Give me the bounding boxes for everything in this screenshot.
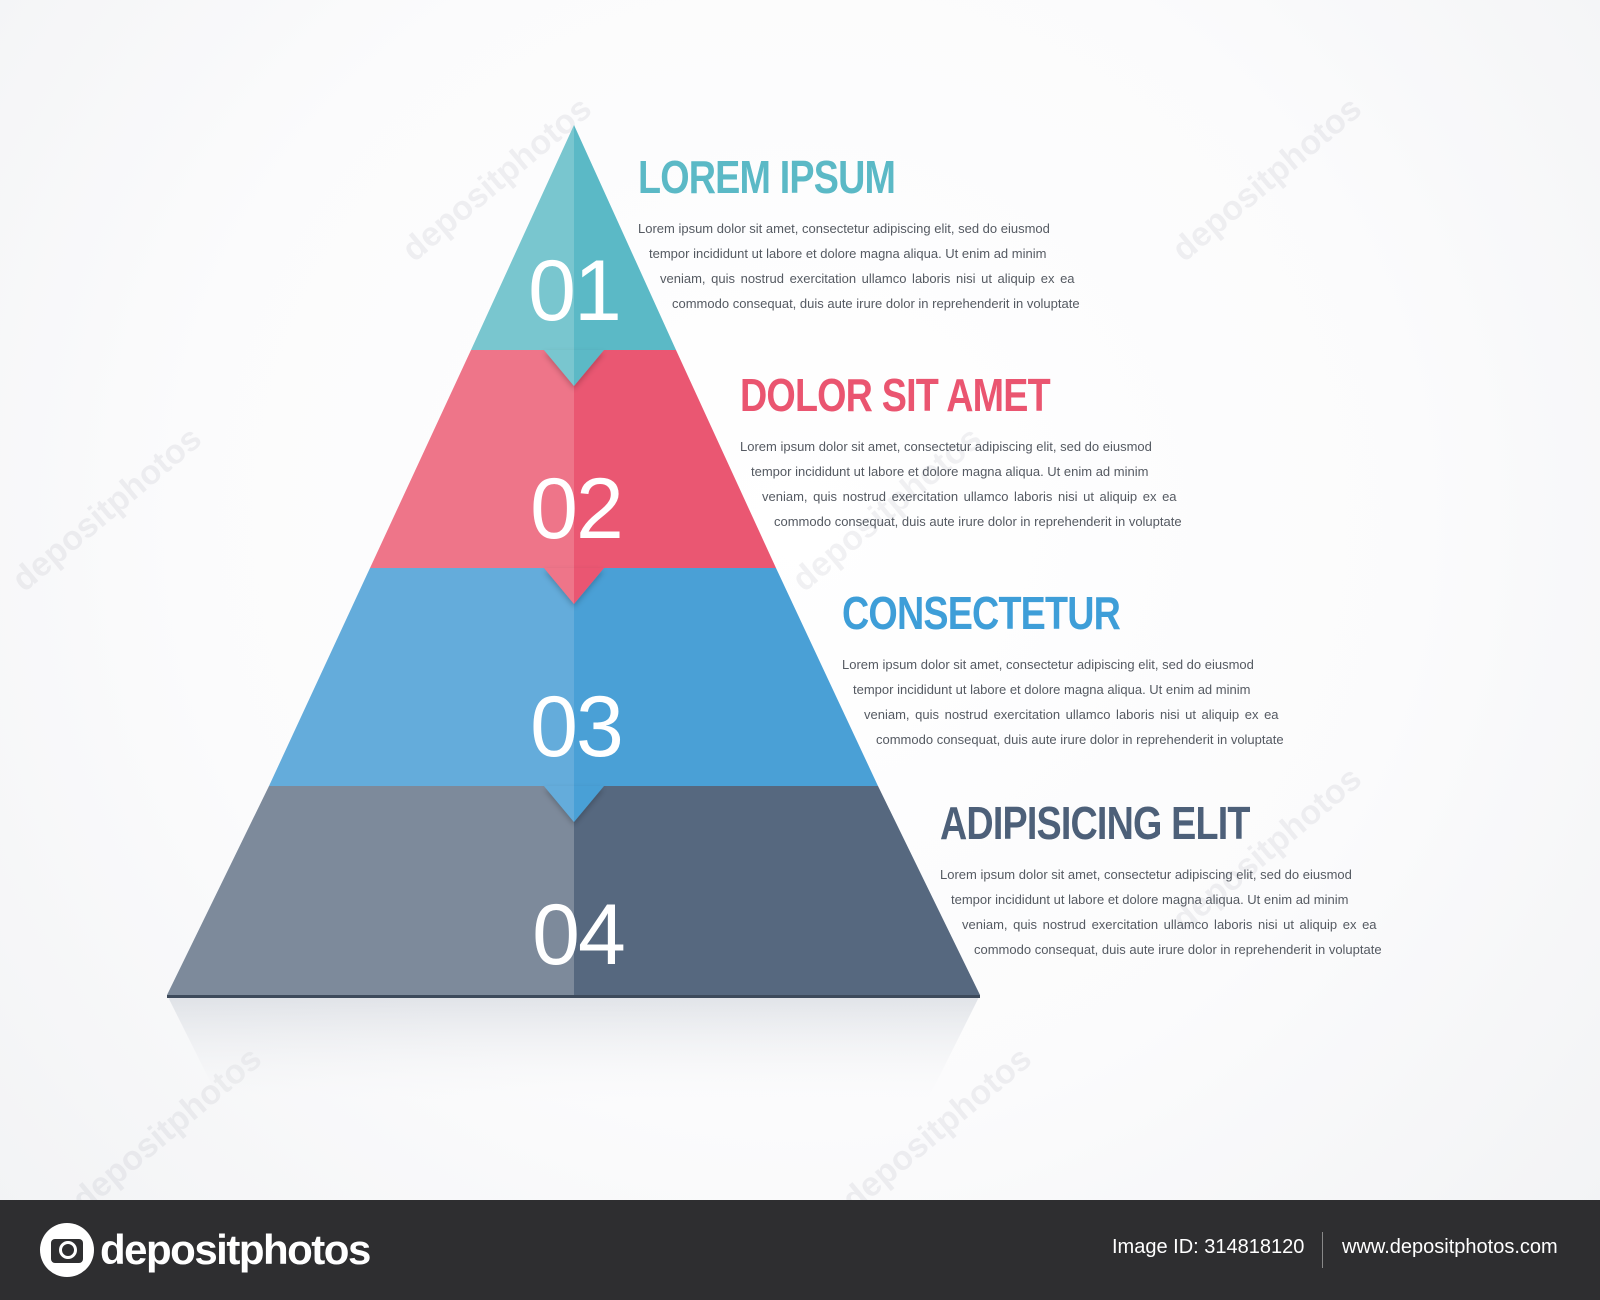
level-3-text-block: CONSECTETUR Lorem ipsum dolor sit amet, … <box>842 586 1284 752</box>
description-line: tempor incididunt ut labore et dolore ma… <box>951 892 1349 907</box>
description-line: veniam, quis nostrud exercitation ullamc… <box>660 271 1075 286</box>
level-2-description: Lorem ipsum dolor sit amet, consectetur … <box>740 434 1182 534</box>
level-2-text-block: DOLOR SIT AMET Lorem ipsum dolor sit ame… <box>740 368 1182 534</box>
depositphotos-logo[interactable]: depositphotos <box>40 1222 371 1278</box>
description-line: commodo consequat, duis aute irure dolor… <box>974 942 1382 957</box>
description-line: veniam, quis nostrud exercitation ullamc… <box>762 489 1177 504</box>
level-2-title: DOLOR SIT AMET <box>740 369 1051 421</box>
footer-divider <box>1322 1232 1323 1268</box>
description-line: commodo consequat, duis aute irure dolor… <box>876 732 1284 747</box>
description-line: Lorem ipsum dolor sit amet, consectetur … <box>740 439 1152 454</box>
description-line: veniam, quis nostrud exercitation ullamc… <box>962 917 1377 932</box>
level-1-text-block: LOREM IPSUM Lorem ipsum dolor sit amet, … <box>638 150 1080 316</box>
description-line: Lorem ipsum dolor sit amet, consectetur … <box>940 867 1352 882</box>
footer-bar: depositphotos Image ID: 314818120 www.de… <box>0 1200 1600 1300</box>
description-line: veniam, quis nostrud exercitation ullamc… <box>864 707 1279 722</box>
level-1-number: 01 <box>528 243 620 339</box>
description-line: tempor incididunt ut labore et dolore ma… <box>751 464 1149 479</box>
pyramid-infographic: depositphotos depositphotos depositphoto… <box>5 89 1382 1219</box>
camera-icon <box>40 1223 94 1277</box>
pyramid-graphic: 01 02 03 04 <box>167 125 980 1115</box>
level-1-title: LOREM IPSUM <box>638 151 896 203</box>
level-4-number: 04 <box>532 887 624 983</box>
image-id-label: Image ID: 314818120 <box>1112 1236 1305 1258</box>
description-line: commodo consequat, duis aute irure dolor… <box>672 296 1080 311</box>
description-line: commodo consequat, duis aute irure dolor… <box>774 514 1182 529</box>
level-1-description: Lorem ipsum dolor sit amet, consectetur … <box>638 216 1080 316</box>
pyramid-level-2 <box>370 350 776 604</box>
level-2-number: 02 <box>530 461 622 557</box>
description-line: Lorem ipsum dolor sit amet, consectetur … <box>842 657 1254 672</box>
site-url-link[interactable]: www.depositphotos.com <box>1342 1236 1558 1258</box>
level-4-text-block: ADIPISICING ELIT Lorem ipsum dolor sit a… <box>940 796 1382 962</box>
level-4-description: Lorem ipsum dolor sit amet, consectetur … <box>940 862 1382 962</box>
pyramid-level-4 <box>167 786 980 998</box>
pyramid-level-1 <box>471 125 676 386</box>
level-3-description: Lorem ipsum dolor sit amet, consectetur … <box>842 652 1284 752</box>
logo-text: depositphotos <box>100 1226 371 1273</box>
pyramid-reflection <box>167 995 980 1115</box>
description-line: tempor incididunt ut labore et dolore ma… <box>853 682 1251 697</box>
level-3-number: 03 <box>530 679 622 775</box>
description-line: tempor incididunt ut labore et dolore ma… <box>649 246 1047 261</box>
pyramid-level-3 <box>269 568 878 822</box>
level-3-title: CONSECTETUR <box>842 587 1121 639</box>
description-line: Lorem ipsum dolor sit amet, consectetur … <box>638 221 1050 236</box>
level-4-title: ADIPISICING ELIT <box>940 797 1250 849</box>
